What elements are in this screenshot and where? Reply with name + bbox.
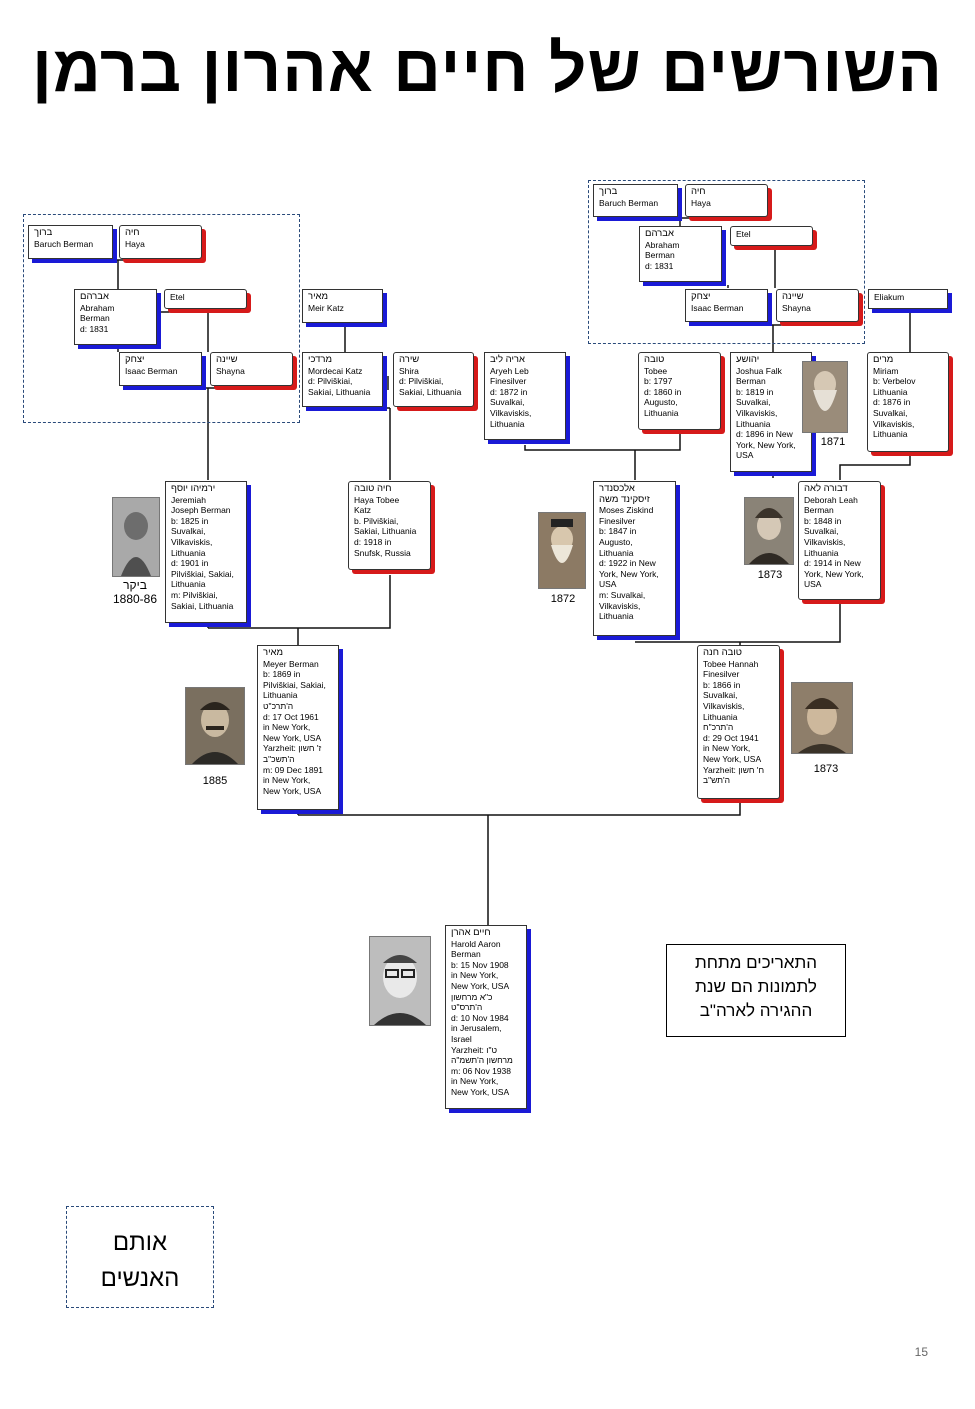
person-abraham-right[interactable]: אברהם Abraham Berman d: 1831 (639, 226, 722, 282)
caption-deborah: 1873 (757, 569, 783, 581)
immigration-dates-note: התאריכים מתחת לתמונות הם שנת ההגירה לארה… (666, 944, 846, 1037)
person-shayna-right[interactable]: שיינה Shayna (776, 289, 859, 322)
person-details: Etel (170, 292, 185, 302)
person-details: Etel (736, 229, 751, 239)
photo-jeremiah (112, 497, 160, 577)
hebrew-name: דבורה לאה (804, 483, 848, 494)
person-haya-tobee[interactable]: חיה טובה Haya Tobee Katz b. Pilviškiai, … (348, 481, 431, 570)
person-details: Harold Aaron Berman b: 15 Nov 1908 in Ne… (451, 938, 513, 1097)
hebrew-name: אריה ליב (490, 354, 525, 365)
person-details: Joshua Falk Berman b: 1819 in Suvalkai, … (736, 365, 796, 461)
person-miriam[interactable]: מרים Miriam b: Verbelov Lithuania d: 187… (867, 352, 949, 452)
hebrew-name: אלכסנדר זיסקינד משה (599, 483, 650, 505)
person-mordecai-katz[interactable]: מרדכי Mordecai Katz d: Pilviškiai, Sakia… (302, 352, 383, 407)
person-etel-right[interactable]: Etel (730, 226, 813, 246)
photo-tobee-hannah (791, 682, 853, 754)
person-details: Tobee Hannah Finesilver b: 1866 in Suval… (703, 658, 765, 786)
hebrew-name: אברהם (645, 228, 674, 239)
caption-moses: 1872 (550, 593, 576, 605)
person-details: Moses Ziskind Finesilver b: 1847 in Augu… (599, 505, 659, 622)
person-isaac-right[interactable]: יצחק Isaac Berman (685, 289, 768, 322)
caption-jeremiah: ביקר 1880-86 (112, 578, 158, 606)
person-details: Shayna (216, 365, 245, 376)
person-eliakum[interactable]: Eliakum (868, 289, 948, 309)
person-details: Baruch Berman (34, 238, 94, 249)
hebrew-name: מאיר (263, 647, 284, 658)
person-details: Meyer Berman b: 1869 in Pilviškiai, Saki… (263, 658, 326, 796)
person-etel-left[interactable]: Etel (164, 289, 247, 309)
hebrew-name: חיה (691, 186, 706, 197)
caption-meyer: 1885 (202, 775, 228, 787)
hebrew-name: ברוך (34, 227, 53, 238)
caption-tobee-hannah: 1873 (813, 763, 839, 775)
hebrew-name: חיה טובה (354, 483, 392, 494)
hebrew-name: חיים אהרן (451, 927, 491, 938)
person-details: Shira d: Pilviškiai, Sakiai, Lithuania (399, 365, 462, 397)
person-details: Tobee b: 1797 d: 1860 in Augusto, Lithua… (644, 365, 682, 418)
person-details: Abraham Berman d: 1831 (645, 239, 680, 271)
photo-meyer (185, 687, 245, 765)
person-moses-ziskind[interactable]: אלכסנדר זיסקינד משה Moses Ziskind Finesi… (593, 481, 676, 636)
person-details: Shayna (782, 302, 811, 313)
photo-joshua (802, 361, 848, 433)
person-meyer-berman[interactable]: מאיר Meyer Berman b: 1869 in Pilviškiai,… (257, 645, 339, 810)
person-shira[interactable]: שירה Shira d: Pilviškiai, Sakiai, Lithua… (393, 352, 474, 407)
hebrew-name: אברהם (80, 291, 109, 302)
same-people-group-right (588, 180, 865, 344)
person-isaac-left[interactable]: יצחק Isaac Berman (119, 352, 202, 386)
person-harold-aaron[interactable]: חיים אהרן Harold Aaron Berman b: 15 Nov … (445, 925, 527, 1109)
person-baruch-right[interactable]: ברוך Baruch Berman (593, 184, 678, 217)
person-meir-katz[interactable]: מאיר Meir Katz (302, 289, 383, 323)
person-details: Haya (125, 238, 145, 249)
caption-joshua: 1871 (820, 436, 846, 448)
hebrew-name: ירמיהו יוסף (171, 483, 216, 494)
photo-moses (538, 512, 586, 589)
person-haya-left[interactable]: חיה Haya (119, 225, 202, 259)
hebrew-name: מאיר (308, 291, 329, 302)
person-jeremiah-joseph[interactable]: ירמיהו יוסף Jeremiah Joseph Berman b: 18… (165, 481, 247, 623)
hebrew-name: יצחק (125, 354, 145, 365)
person-details: Aryeh Leb Finesilver d: 1872 in Suvalkai… (490, 365, 532, 429)
hebrew-name: חיה (125, 227, 140, 238)
hebrew-name: שיינה (782, 291, 804, 302)
photo-harold (369, 936, 431, 1026)
hebrew-name: טובה חנה (703, 647, 742, 658)
person-details: Miriam b: Verbelov Lithuania d: 1876 in … (873, 365, 916, 440)
person-tobee[interactable]: טובה Tobee b: 1797 d: 1860 in Augusto, L… (638, 352, 721, 430)
person-details: Mordecai Katz d: Pilviškiai, Sakiai, Lit… (308, 365, 371, 397)
hebrew-name: שיינה (216, 354, 238, 365)
person-details: Jeremiah Joseph Berman b: 1825 in Suvalk… (171, 494, 234, 611)
hebrew-name: מרים (873, 354, 894, 365)
person-details: Baruch Berman (599, 197, 659, 208)
person-details: Deborah Leah Berman b: 1848 in Suvalkai,… (804, 494, 864, 590)
person-details: Haya Tobee Katz b. Pilviškiai, Sakiai, L… (354, 494, 417, 558)
person-details: Abraham Berman d: 1831 (80, 302, 115, 334)
page-number: 15 (914, 1345, 928, 1359)
same-people-group-left (23, 214, 300, 423)
person-tobee-hannah[interactable]: טובה חנה Tobee Hannah Finesilver b: 1866… (697, 645, 780, 799)
person-joshua-falk[interactable]: יהושע Joshua Falk Berman b: 1819 in Suva… (730, 352, 812, 472)
hebrew-name: יצחק (691, 291, 711, 302)
person-baruch-left[interactable]: ברוך Baruch Berman (28, 225, 113, 259)
person-deborah-leah[interactable]: דבורה לאה Deborah Leah Berman b: 1848 in… (798, 481, 881, 600)
legend-same-people: אותם האנשים (66, 1206, 214, 1308)
person-abraham-left[interactable]: אברהם Abraham Berman d: 1831 (74, 289, 157, 345)
person-details: Isaac Berman (125, 365, 178, 376)
hebrew-name: ברוך (599, 186, 618, 197)
person-details: Meir Katz (308, 302, 344, 313)
person-shayna-left[interactable]: שיינה Shayna (210, 352, 293, 386)
hebrew-name: יהושע (736, 354, 760, 365)
hebrew-name: טובה (644, 354, 665, 365)
person-details: Isaac Berman (691, 302, 744, 313)
hebrew-name: שירה (399, 354, 420, 365)
hebrew-name: מרדכי (308, 354, 333, 365)
page-title: השורשים של חיים אהרון ברמן (31, 31, 944, 105)
person-details: Haya (691, 197, 711, 208)
photo-deborah (744, 497, 794, 565)
person-haya-right[interactable]: חיה Haya (685, 184, 768, 217)
person-aryeh-leb[interactable]: אריה ליב Aryeh Leb Finesilver d: 1872 in… (484, 352, 566, 440)
person-details: Eliakum (874, 292, 905, 302)
